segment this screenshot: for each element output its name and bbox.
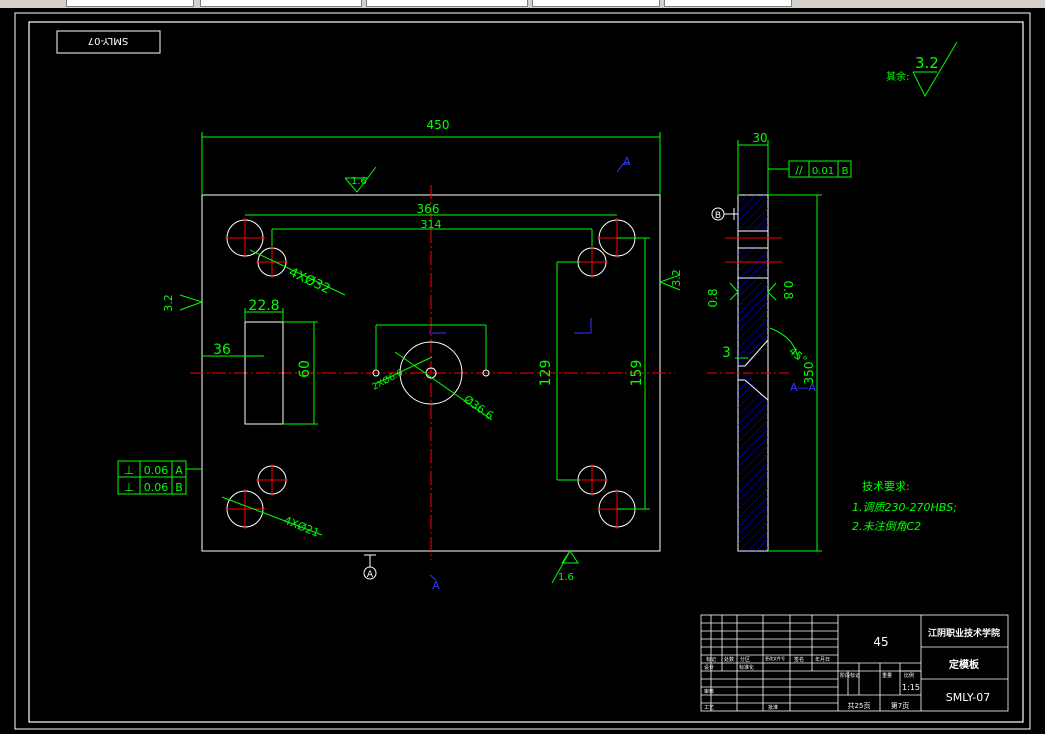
section-label-bottom: A bbox=[432, 579, 440, 592]
datum-a-label: A bbox=[367, 570, 374, 580]
mirrored-code-box bbox=[56, 30, 161, 54]
parallelism-symbol: // bbox=[795, 164, 803, 177]
side-height-350: 350 bbox=[802, 362, 816, 385]
tol-row2-symbol: ⊥ bbox=[124, 480, 134, 494]
roughness-top: 1.6 bbox=[351, 176, 367, 187]
tb-label-sign: 签名 bbox=[794, 656, 804, 663]
tb-label-craft: 工艺 bbox=[704, 705, 714, 711]
dim-314: 314 bbox=[421, 218, 442, 231]
tb-drawing-code: SMLY-07 bbox=[946, 691, 991, 704]
tech-req-title: 技术要求: bbox=[862, 480, 910, 493]
dim-450: 450 bbox=[427, 118, 450, 132]
tb-label-zone: 分区 bbox=[740, 656, 750, 663]
title-block bbox=[700, 614, 1009, 712]
window-toolbar-strip bbox=[0, 0, 1045, 8]
side-view: 30 // 0.01 B B bbox=[706, 131, 852, 552]
hole-label-top: 4XØ32 bbox=[286, 265, 332, 297]
dim-366: 366 bbox=[417, 202, 440, 216]
hole-label-bottom: 4XØ21 bbox=[282, 514, 321, 540]
side-roughness-08-right: 0.8 bbox=[781, 280, 795, 299]
center-bore bbox=[399, 341, 463, 405]
left-slot bbox=[244, 321, 284, 425]
roughness-left: 3.2 bbox=[162, 294, 175, 312]
tb-material: 45 bbox=[873, 635, 888, 649]
tb-label-count: 处数 bbox=[724, 656, 734, 663]
tb-label-weight: 重量 bbox=[882, 672, 892, 679]
roughness-default-label: 其余: bbox=[886, 70, 909, 83]
toolbar-tab-1[interactable] bbox=[66, 0, 194, 7]
tb-label-review: 审核 bbox=[704, 688, 714, 695]
side-dim-30: 30 bbox=[752, 131, 767, 145]
roughness-bottom: 1.6 bbox=[558, 572, 574, 583]
roughness-right: 3.2 bbox=[670, 269, 683, 287]
tb-part-name: 定模板 bbox=[949, 658, 980, 671]
right-scroll-edge bbox=[1031, 8, 1045, 734]
tb-label-approve: 批准 bbox=[768, 704, 778, 711]
dim-22-8: 22.8 bbox=[248, 298, 279, 314]
dim-36: 36 bbox=[213, 342, 231, 358]
tech-req-item-2: 2.未注倒角C2 bbox=[852, 520, 921, 533]
front-view: 450 366 314 1.6 A bbox=[117, 118, 683, 592]
tol-row2-datum: B bbox=[175, 481, 183, 494]
mirrored-code-text: SMLY-07 bbox=[88, 35, 128, 46]
sheet-inner-border bbox=[28, 21, 1024, 723]
tb-label-standard: 标准化 bbox=[739, 664, 754, 671]
dim-159: 159 bbox=[629, 360, 645, 387]
side-section-label: A—A bbox=[790, 381, 817, 394]
datum-b-label: B bbox=[715, 211, 721, 221]
tb-sheet-total: 共25页 bbox=[848, 701, 871, 710]
tol-row2-value: 0.06 bbox=[144, 481, 169, 494]
roughness-default-value: 3.2 bbox=[915, 54, 939, 72]
roughness-default-symbol: 其余: 3.2 bbox=[886, 41, 958, 98]
center-bore-label: Ø36.6 bbox=[461, 393, 496, 423]
toolbar-tab-4[interactable] bbox=[532, 0, 660, 7]
tol-row1-value: 0.06 bbox=[144, 464, 169, 477]
title-block-text: 45 江阴职业技术学院 定模板 SMLY-07 1:15 共25页 第7页 标记… bbox=[704, 627, 1000, 711]
cad-drawing-canvas[interactable]: SMLY-07 其余: 3.2 450 366 314 1.6 A bbox=[0, 8, 1045, 734]
parallelism-datum: B bbox=[842, 166, 849, 177]
tb-label-design: 设计 bbox=[704, 664, 714, 671]
side-dim-3: 3 bbox=[722, 345, 731, 361]
tb-scale: 1:15 bbox=[902, 683, 920, 692]
dim-60: 60 bbox=[297, 360, 313, 378]
sheet-outer-border bbox=[14, 12, 1031, 730]
tb-label-stage: 阶段标记 bbox=[840, 672, 860, 679]
toolbar-tab-2[interactable] bbox=[200, 0, 362, 7]
tb-sheet-no: 第7页 bbox=[891, 701, 909, 710]
tol-row1-datum: A bbox=[175, 464, 183, 477]
side-roughness-08-left: 0.8 bbox=[706, 288, 720, 307]
tech-req-item-1: 1.调质230-270HBS; bbox=[852, 501, 957, 514]
section-label-top: A bbox=[623, 155, 631, 168]
tech-requirements: 技术要求: 1.调质230-270HBS; 2.未注倒角C2 bbox=[852, 480, 957, 533]
toolbar-tab-5[interactable] bbox=[664, 0, 792, 7]
tb-label-date: 年月日 bbox=[815, 656, 830, 663]
tol-row1-symbol: ⊥ bbox=[124, 463, 134, 477]
tb-label-scale: 比例 bbox=[904, 672, 914, 679]
tb-label-change: 更改文件号 bbox=[765, 655, 785, 661]
center-holes-label: 2XØ6.6 bbox=[370, 367, 405, 392]
tb-school: 江阴职业技术学院 bbox=[928, 627, 1000, 639]
tolerance-frames: ⊥ 0.06 A ⊥ 0.06 B bbox=[117, 460, 202, 495]
dim-129: 129 bbox=[538, 360, 554, 387]
toolbar-tab-3[interactable] bbox=[366, 0, 528, 7]
tb-label-mark: 标记 bbox=[706, 656, 716, 663]
parallelism-value: 0.01 bbox=[812, 166, 834, 177]
